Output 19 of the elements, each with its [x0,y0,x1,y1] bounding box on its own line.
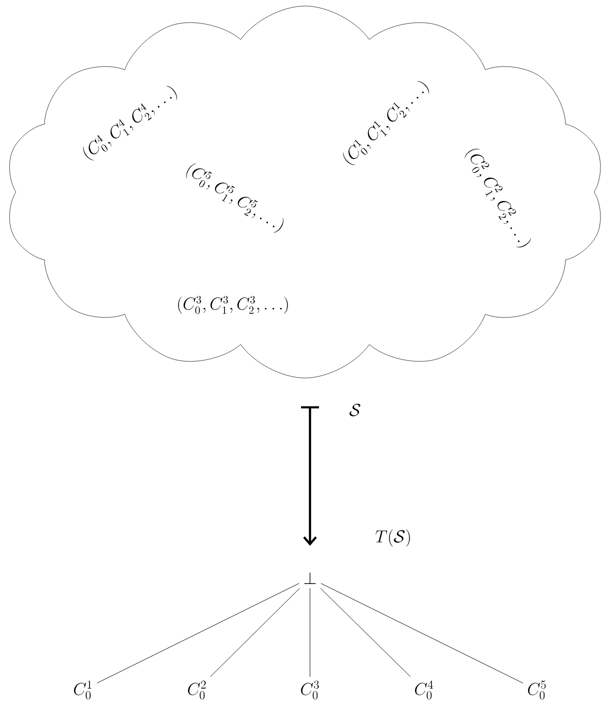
math-label: $\mathcal{S}$ [350,404,360,416]
tuple-text: $(C_0^3, C_1^3, C_2^3, \ldots)$ [178,296,288,314]
bottom-symbol: $\bot$ [304,572,316,584]
leaf-label: $C_0^3$ [301,680,319,700]
connector-line [210,588,300,677]
maps-to-arrow [301,406,319,546]
tuple-text: $(C_0^1, C_1^1, C_2^1, \ldots)$ [343,81,430,166]
cloud-shape [9,6,601,378]
leaf-label: $C_0^2$ [188,680,206,700]
connector-line [320,583,524,684]
connector-line [96,583,300,684]
connector-line [320,588,411,677]
tuple-text: $(C_0^5, C_1^5, C_2^5, \ldots)$ [186,164,284,233]
tuple-text: $(C_0^4, C_1^4, C_2^4, \ldots)$ [83,86,177,160]
leaf-label: $C_0^1$ [74,680,92,700]
math-label: $T(\mathcal{S})$ [376,529,410,547]
tuple-text: $(C_0^2, C_1^2, C_2^2, \ldots)$ [464,148,531,248]
leaf-label: $C_0^4$ [415,680,434,700]
leaf-label: $C_0^5$ [528,680,546,700]
